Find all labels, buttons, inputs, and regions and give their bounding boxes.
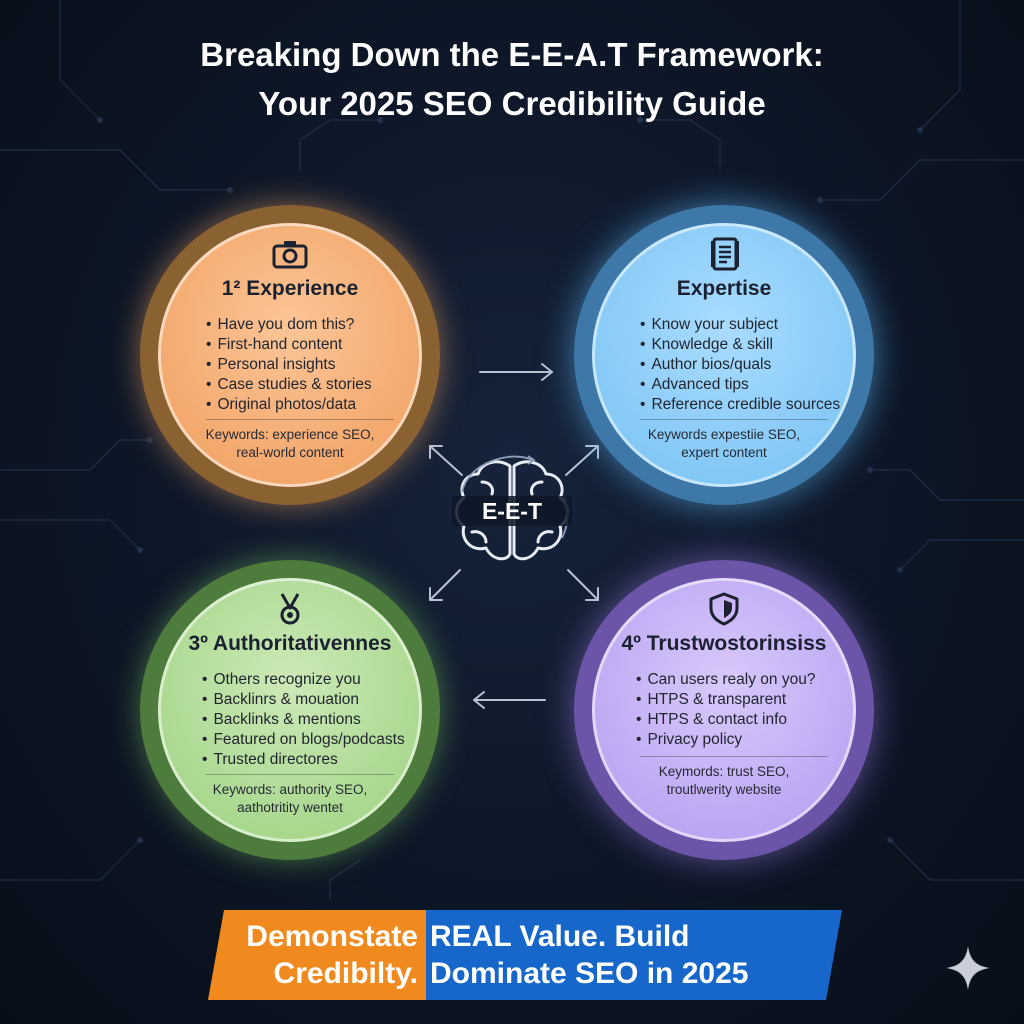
authoritativeness-card: 3º Authoritativennes Others recognize yo… — [140, 560, 440, 860]
bottom-banner: Demonstate Credibilty. REAL Value. Build… — [0, 910, 1024, 1000]
keywords-line: Keywords expestiie SEO, — [647, 427, 801, 442]
keywords-line: Keymords: trust SEO, — [658, 764, 790, 779]
expertise-heading: Expertise — [676, 277, 772, 300]
list-item: Personal insights — [206, 355, 372, 375]
expertise-card: Expertise Know your subject Knowledge & … — [574, 205, 874, 505]
title-line-2: Your 2025 SEO Credibility Guide — [258, 85, 766, 122]
keywords-line: real-world content — [236, 445, 344, 460]
list-item: HTPS & transparent — [636, 690, 815, 710]
document-icon — [711, 237, 739, 271]
authoritativeness-bullets: Others recognize you Backlinrs & mouatio… — [202, 670, 405, 770]
keywords-line: Keywords: experience SEO, — [205, 427, 375, 442]
list-item: Trusted directores — [202, 750, 405, 770]
keywords-line: troutlwerity website — [666, 782, 782, 797]
page-title: Breaking Down the E-E-A.T Framework: You… — [0, 30, 1024, 128]
trustworthiness-bullets: Can users realy on you? HTPS & transpare… — [636, 670, 815, 750]
medal-icon — [280, 593, 300, 625]
banner-left-panel — [208, 910, 430, 1000]
list-item: Original photos/data — [206, 395, 372, 415]
trustworthiness-card: 4º Trustwostorinsiss Can users realy on … — [574, 560, 874, 860]
divider — [640, 756, 828, 757]
list-item: Know your subject — [640, 315, 840, 335]
experience-keywords: Keywords: experience SEO, real-world con… — [158, 426, 422, 462]
list-item: Knowledge & skill — [640, 335, 840, 355]
shield-icon — [709, 592, 739, 626]
keywords-line: aathotritity wentet — [237, 800, 343, 815]
sparkle-icon — [946, 946, 990, 990]
list-item: Case studies & stories — [206, 375, 371, 395]
list-item: Backlinks & mentions — [202, 710, 405, 730]
keywords-line: expert content — [681, 445, 767, 460]
banner-right-line-2: Dominate SEO in 2025 — [430, 957, 749, 990]
list-item: Author bios/quals — [640, 355, 840, 375]
camera-icon — [272, 241, 308, 269]
list-item: Privacy policy — [636, 730, 815, 750]
list-item: Reference credible sources — [640, 395, 840, 415]
trustworthiness-heading: 4º Trustwostorinsiss — [621, 632, 827, 655]
list-item: Featured on blogs/podcasts — [202, 730, 404, 750]
expertise-keywords: Keywords expestiie SEO, expert content — [592, 426, 856, 462]
authoritativeness-keywords: Keywords: authority SEO, aathotritity we… — [158, 781, 422, 817]
divider — [206, 774, 394, 775]
list-item: HTPS & contact info — [636, 710, 815, 730]
authoritativeness-heading: 3º Authoritativennes — [188, 632, 392, 655]
banner-left-text: Demonstate Credibilty. — [212, 918, 418, 992]
divider — [206, 419, 394, 420]
banner-right-panel — [426, 910, 842, 1000]
list-item: Others recognize you — [202, 670, 405, 690]
banner-left-line-1: Demonstate — [246, 920, 418, 953]
list-item: Backlinrs & mouation — [202, 690, 405, 710]
list-item: Advanced tips — [640, 375, 840, 395]
banner-right-text: REAL Value. Build Dominate SEO in 2025 — [430, 918, 830, 992]
keywords-line: Keywords: authority SEO, — [212, 782, 368, 797]
title-line-1: Breaking Down the E-E-A.T Framework: — [200, 36, 824, 73]
experience-card: 1² Experience Have you dom this? First-h… — [140, 205, 440, 505]
experience-heading: 1² Experience — [221, 277, 359, 300]
banner-left-line-2: Credibilty. — [273, 957, 418, 990]
trustworthiness-keywords: Keymords: trust SEO, troutlwerity websit… — [592, 763, 856, 799]
divider — [640, 419, 828, 420]
list-item: Have you dom this? — [206, 315, 372, 335]
list-item: Can users realy on you? — [636, 670, 815, 690]
center-label: E-E-T — [452, 496, 572, 526]
list-item: First-hand content — [206, 335, 372, 355]
experience-bullets: Have you dom this? First-hand content Pe… — [206, 315, 372, 415]
expertise-bullets: Know your subject Knowledge & skill Auth… — [640, 315, 840, 415]
banner-right-line-1: REAL Value. Build — [430, 920, 690, 953]
